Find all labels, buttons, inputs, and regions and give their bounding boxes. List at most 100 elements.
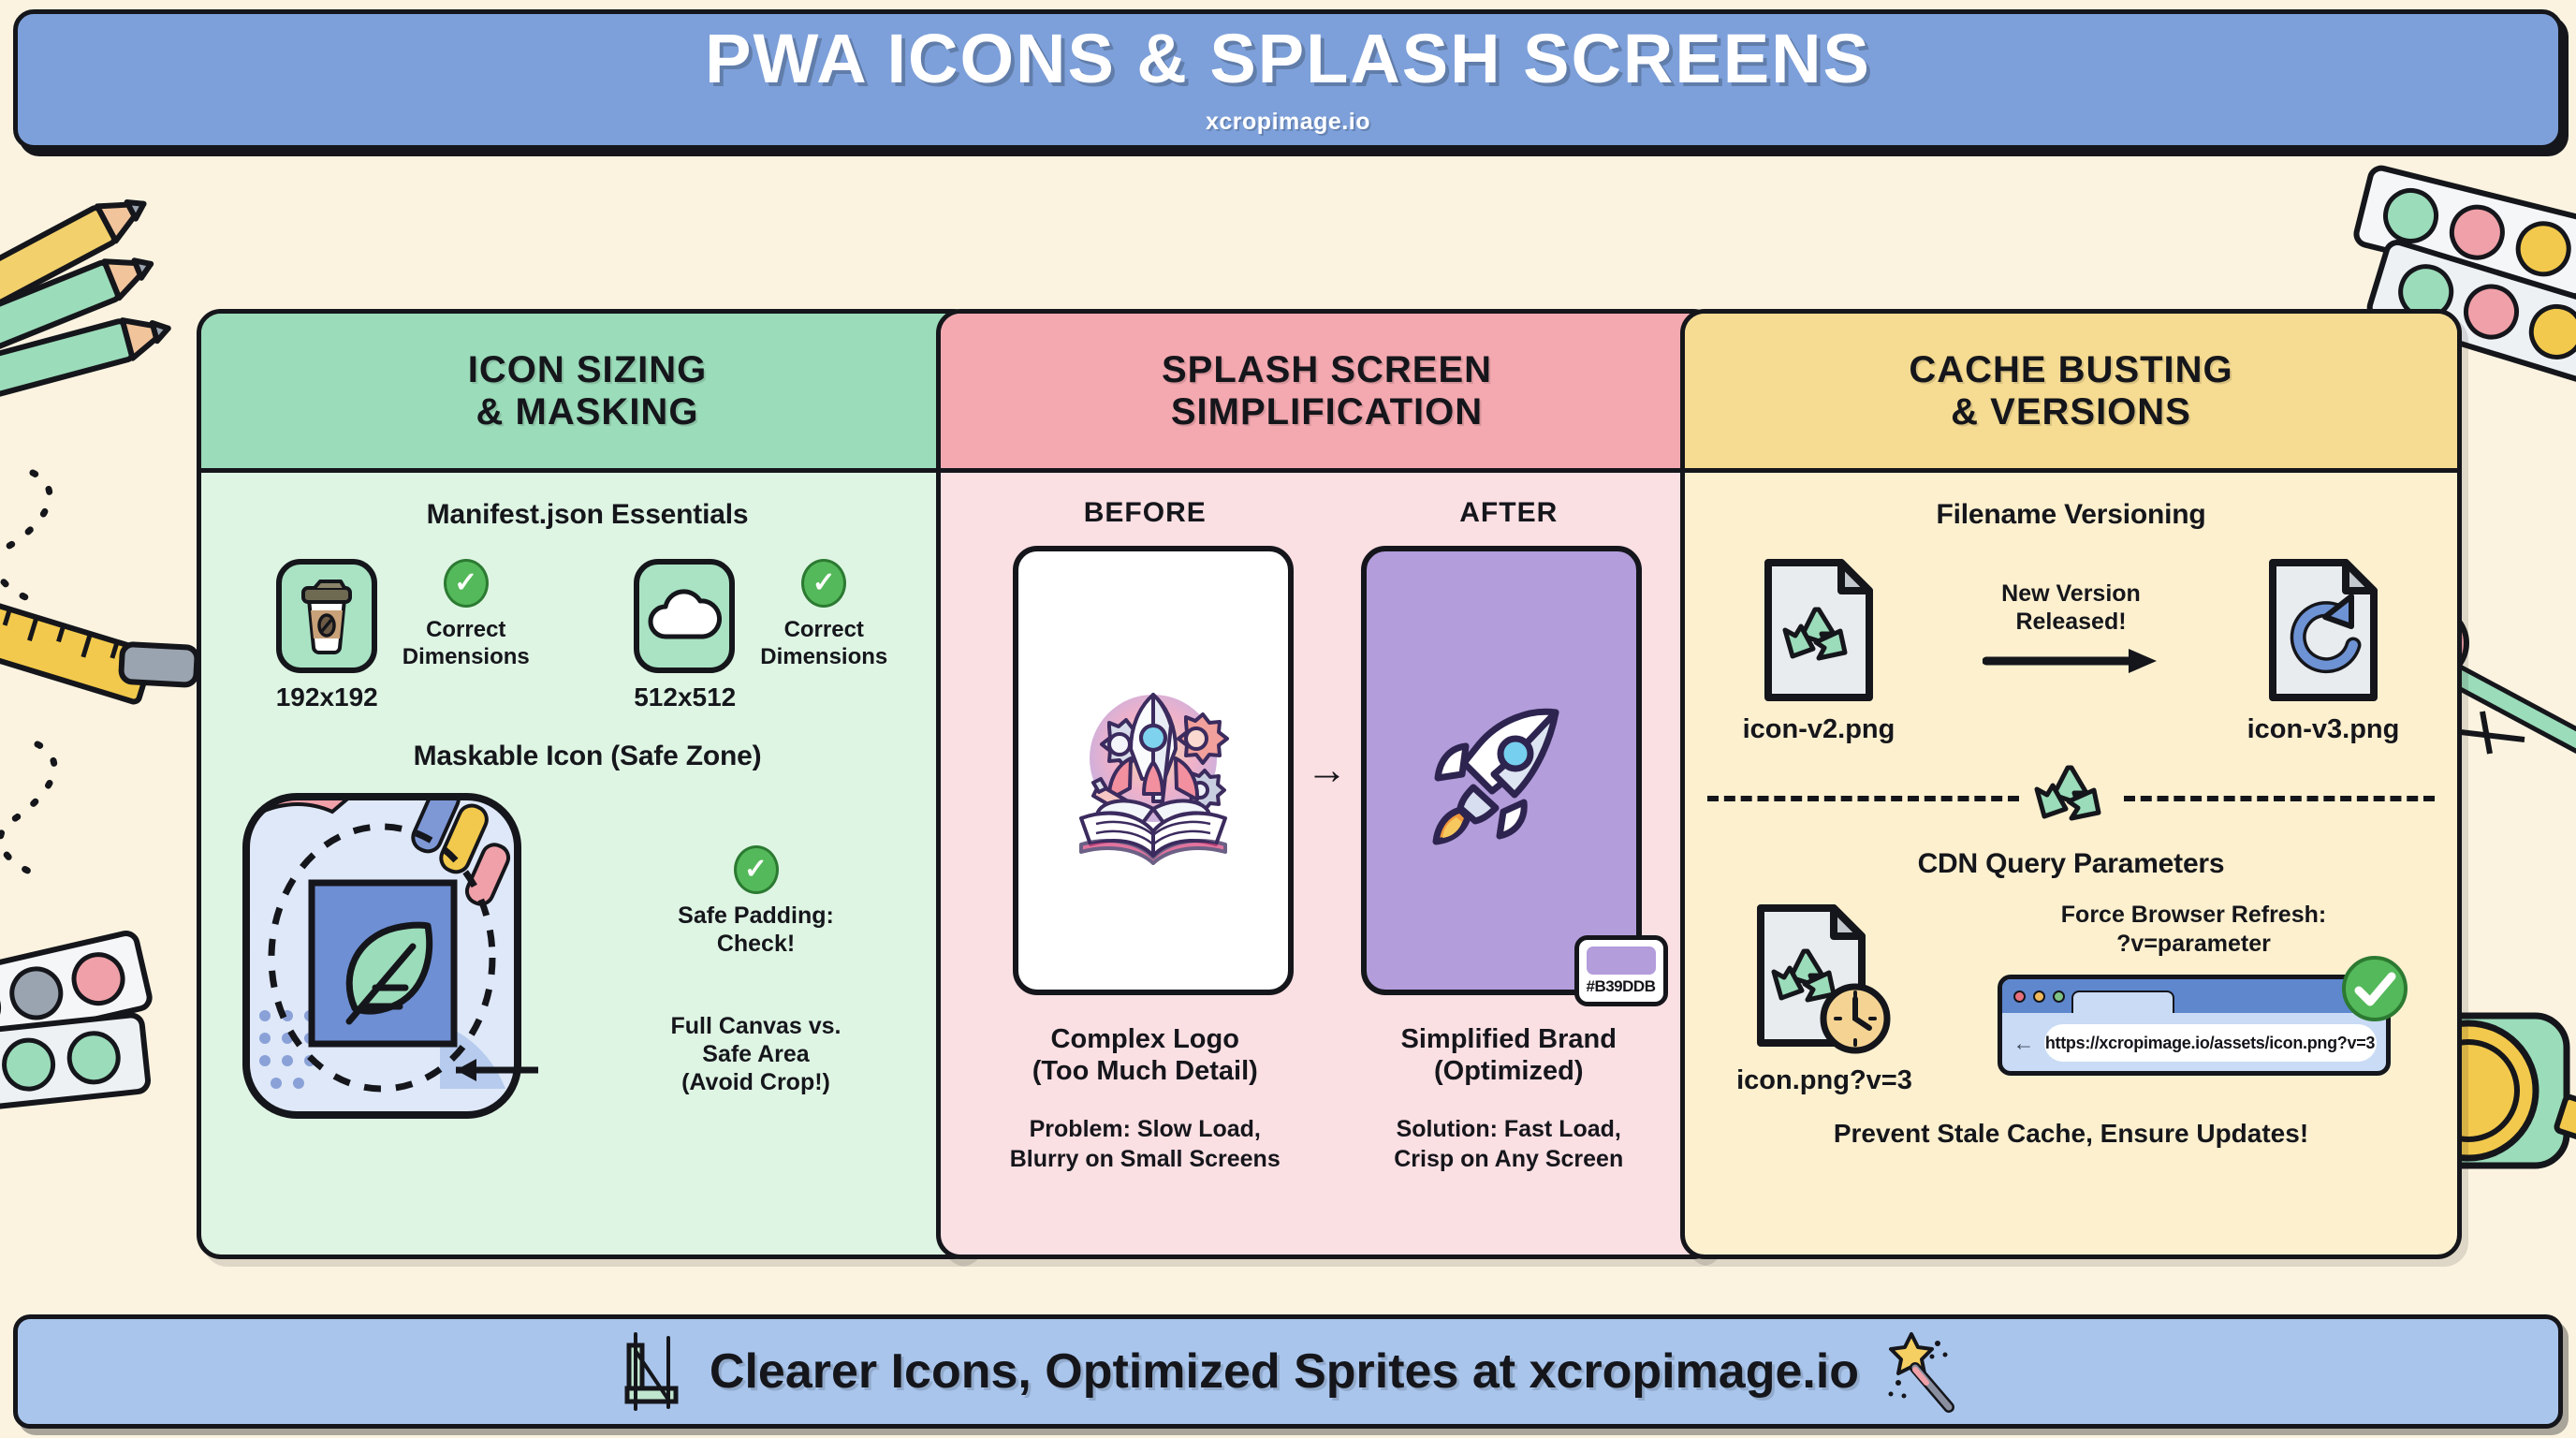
panel-title-line2: & MASKING — [476, 390, 699, 433]
cdn-file-block: icon.png?v=3 — [1707, 901, 1941, 1096]
swatch-hex-label: #B39DDB — [1586, 976, 1656, 995]
panel-header-splash-screen: SPLASH SCREEN SIMPLIFICATION — [941, 314, 1713, 473]
version-transition: New Version Released! — [1926, 555, 2217, 680]
check-circle-icon: ✓ — [443, 559, 489, 608]
recycle-clock-file-icon — [1757, 904, 1891, 1054]
after-note-line2: Crisp on Any Screen — [1394, 1145, 1624, 1172]
status-line2: Dimensions — [402, 643, 530, 669]
before-caption-block: Complex Logo (Too Much Detail) Problem: … — [963, 1023, 1327, 1174]
icon-size-label-192: 192x192 — [275, 682, 378, 712]
recycle-icon — [1782, 607, 1848, 661]
recycle-icon — [1771, 948, 1837, 1003]
back-arrow-icon[interactable]: ← — [2012, 1030, 2035, 1055]
page-header: PWA ICONS & SPLASH SCREENS xcropimage.io — [13, 9, 2563, 150]
section-title-manifest: Manifest.json Essentials — [426, 499, 749, 530]
refresh-file-icon — [2269, 559, 2378, 701]
file-old-block: icon-v2.png — [1720, 555, 1917, 745]
before-label: BEFORE — [1083, 497, 1207, 528]
panel-body-splash-screen: BEFORE AFTER — [941, 497, 1713, 1255]
cdn-file-name: icon.png?v=3 — [1736, 1065, 1912, 1095]
maskable-annotations: ✓ Safe Padding: Check! Full Canvas vs. S… — [548, 789, 951, 1096]
panel-title-line2: & VERSIONS — [1951, 390, 2191, 433]
manifest-items-row: 192x192 ✓ Correct Dimensions — [224, 559, 951, 712]
clock-icon — [1820, 983, 1891, 1054]
before-after-labels: BEFORE AFTER — [963, 497, 1690, 529]
panel-body-icon-sizing: Manifest.json Essentials — [201, 499, 973, 1255]
browser-mockup: ← https://xcropimage.io/assets/icon.png?… — [1997, 975, 2391, 1076]
browser-urlbar: ← https://xcropimage.io/assets/icon.png?… — [2002, 1013, 2386, 1062]
before-note-line2: Blurry on Small Screens — [1009, 1145, 1281, 1172]
section-title-maskable: Maskable Icon (Safe Zone) — [413, 741, 762, 771]
after-note-line1: Solution: Fast Load, — [1396, 1116, 1621, 1143]
window-close-dot-icon — [2012, 990, 2026, 1003]
status-group-192: ✓ Correct Dimensions — [391, 559, 541, 671]
note-line2: Safe Area — [702, 1041, 810, 1067]
divider-dashed-right — [2123, 796, 2435, 801]
safe-padding-text: Safe Padding: Check! — [678, 902, 834, 958]
panel-header-cache-busting: CACHE BUSTING & VERSIONS — [1685, 314, 2457, 473]
icon-tile-192 — [275, 559, 377, 673]
before-caption: Complex Logo (Too Much Detail) — [963, 1023, 1327, 1087]
panel-header-icon-sizing: ICON SIZING & MASKING — [201, 314, 973, 473]
safe-padding-line1: Safe Padding: — [678, 902, 834, 929]
panel-cache-busting: CACHE BUSTING & VERSIONS Filename Versio… — [1680, 309, 2462, 1259]
coffee-cup-icon — [300, 580, 352, 654]
manifest-item: 192x192 ✓ Correct Dimensions — [275, 559, 541, 712]
brand-color-swatch: #B39DDB — [1573, 935, 1668, 1006]
check-circle-icon: ✓ — [801, 559, 847, 608]
maskable-demo: ✓ Safe Padding: Check! Full Canvas vs. S… — [224, 789, 951, 1126]
icon-tile-512 — [634, 559, 736, 673]
after-note: Solution: Fast Load, Crisp on Any Screen — [1327, 1115, 1691, 1174]
recycle-icon — [2034, 765, 2100, 821]
status-group-512: ✓ Correct Dimensions — [749, 559, 899, 671]
leaf-icon — [345, 921, 433, 1025]
status-line2: Dimensions — [760, 643, 888, 669]
status-text-192: Correct Dimensions — [402, 617, 530, 671]
after-caption-line1: Simplified Brand — [1400, 1024, 1617, 1054]
check-circle-icon: ✓ — [733, 845, 779, 894]
cdn-footer-note: Prevent Stale Cache, Ensure Updates! — [1833, 1119, 2309, 1148]
section-title-cdn-query: CDN Query Parameters — [1917, 848, 2225, 879]
file-new-name: icon-v3.png — [2247, 714, 2400, 744]
footer-text: Clearer Icons, Optimized Sprites at xcro… — [709, 1344, 1860, 1399]
phone-after: #B39DDB — [1360, 546, 1668, 1006]
manifest-item: 512x512 ✓ Correct Dimensions — [634, 559, 899, 712]
after-label: AFTER — [1459, 497, 1559, 528]
force-refresh-line2: ?v=parameter — [2116, 930, 2271, 957]
before-note-line1: Problem: Slow Load, — [1029, 1116, 1261, 1143]
recycle-file-icon — [1764, 559, 1873, 701]
columns-container: ICON SIZING & MASKING Manifest.json Esse… — [0, 164, 2576, 1278]
safe-padding-line2: Check! — [716, 931, 796, 957]
safe-zone-dashed-circle — [268, 823, 496, 1093]
crop-tool-icon — [624, 1332, 679, 1411]
after-caption: Simplified Brand (Optimized) — [1327, 1023, 1691, 1087]
check-circle-icon — [2338, 952, 2411, 1030]
refresh-icon — [2290, 594, 2362, 674]
brand-subtitle: xcropimage.io — [1206, 108, 1370, 135]
transition-line2: Released! — [2015, 609, 2127, 635]
force-refresh-line1: Force Browser Refresh: — [2060, 902, 2327, 928]
file-new-block: icon-v3.png — [2225, 555, 2422, 745]
panel-title-line1: CACHE BUSTING — [1909, 348, 2233, 390]
page-title: PWA ICONS & SPLASH SCREENS — [705, 19, 1871, 97]
browser-tab[interactable] — [2071, 990, 2174, 1013]
window-minimize-dot-icon — [2032, 990, 2045, 1003]
transition-line1: New Version — [2001, 580, 2141, 607]
icon-size-label-512: 512x512 — [634, 682, 737, 712]
url-input[interactable]: https://xcropimage.io/assets/icon.png?v=… — [2043, 1024, 2377, 1062]
canvas-vs-safe-note: Full Canvas vs. Safe Area (Avoid Crop!) — [561, 1012, 951, 1096]
panel-splash-screen: SPLASH SCREEN SIMPLIFICATION BEFORE AFTE… — [936, 309, 1718, 1259]
panel-body-cache-busting: Filename Versioning icon-v2.pn — [1685, 499, 2457, 1255]
cdn-browser-block: Force Browser Refresh: ?v=parameter — [1953, 901, 2435, 1076]
before-after-phones: → — [963, 546, 1690, 1006]
note-line3: (Avoid Crop!) — [681, 1069, 830, 1095]
page-footer: Clearer Icons, Optimized Sprites at xcro… — [13, 1314, 2563, 1429]
status-text-512: Correct Dimensions — [760, 617, 887, 671]
browser-mockup-wrap: ← https://xcropimage.io/assets/icon.png?… — [1997, 956, 2408, 1076]
complex-rocket-book-gears-logo — [1078, 693, 1229, 865]
cloud-icon — [648, 589, 723, 639]
panel-icon-sizing: ICON SIZING & MASKING Manifest.json Esse… — [197, 309, 978, 1259]
after-caption-line2: (Optimized) — [1434, 1056, 1584, 1087]
before-after-captions: Complex Logo (Too Much Detail) Problem: … — [963, 1023, 1690, 1174]
note-line1: Full Canvas vs. — [670, 1013, 842, 1039]
